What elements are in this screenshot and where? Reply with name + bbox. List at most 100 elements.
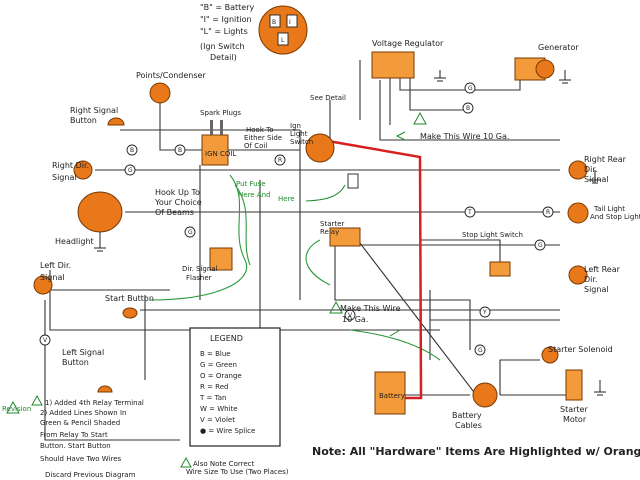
- warning-triangle-icon: [413, 111, 427, 125]
- svg-text:B: B: [466, 105, 470, 112]
- legend-green: G = Green: [200, 361, 237, 369]
- see-detail-label: See Detail: [310, 94, 346, 102]
- put-fuse-label: Put Fuse: [236, 180, 266, 188]
- here-and-label: Here And: [238, 191, 271, 199]
- starter-solenoid-icon: [541, 346, 559, 364]
- legend-red: R = Red: [200, 383, 228, 391]
- legend-tan: T = Tan: [199, 394, 226, 402]
- warning-triangle-icon: [31, 394, 43, 406]
- key-lights: "L" = Lights: [200, 27, 248, 36]
- svg-text:I: I: [289, 19, 291, 26]
- button-label-left: Button: [62, 358, 89, 367]
- revision-line-7: Discard Previous Diagram: [45, 471, 136, 479]
- legend-orange: O = Orange: [200, 372, 242, 380]
- tail-light-label: Tail Light: [593, 205, 625, 213]
- svg-text:R: R: [546, 209, 550, 216]
- either-side-label: Either Side: [244, 134, 282, 142]
- right-signal-label: Right Signal: [70, 106, 118, 115]
- cables-label: Cables: [455, 421, 482, 430]
- svg-text:G: G: [128, 167, 133, 174]
- points-condenser-icon: [149, 82, 171, 104]
- switch-label: Switch: [290, 138, 313, 146]
- flasher-label: Flasher: [186, 274, 212, 282]
- motor-label: Motor: [563, 415, 587, 424]
- ign-switch-detail-icon: [258, 5, 308, 55]
- ign-label: Ign: [290, 122, 301, 130]
- warning-triangle-icon: [180, 456, 192, 468]
- key-ignition: "I" = Ignition: [200, 15, 252, 24]
- svg-text:B: B: [178, 147, 182, 154]
- left-signal-button-icon: [97, 385, 113, 393]
- ign-coil-icon: [201, 134, 229, 166]
- start-button-icon: [122, 307, 138, 319]
- svg-text:B: B: [130, 147, 134, 154]
- signal-label-rr: Signal: [584, 175, 609, 184]
- legend-blue: B = Blue: [200, 350, 231, 358]
- battery-icon: [374, 371, 406, 415]
- legend-splice: ● = Wire Splice: [200, 427, 255, 435]
- svg-text:L: L: [281, 37, 285, 44]
- ign-coil-label: IGN COIL: [205, 150, 236, 158]
- voltage-regulator-icon: [371, 51, 415, 79]
- revision-line-1: 1) Added 4th Relay Terminal: [45, 399, 144, 407]
- make-wire-10ga-bottom-2: 10 Ga.: [342, 315, 368, 324]
- battery-cables-icon: [472, 382, 498, 408]
- warning-triangles: [6, 111, 427, 468]
- dir-signal-label: Dir. Signal: [182, 265, 218, 273]
- left-rear-dir-signal-icon: [568, 265, 588, 285]
- legend-box: [189, 327, 281, 447]
- fuse-icon: [347, 173, 359, 189]
- starter-label: Starter: [320, 220, 344, 228]
- revision-line-2: 2) Added Lines Shown In: [40, 409, 126, 417]
- headlight-label: Headlight: [55, 237, 94, 246]
- dir-signal-flasher-icon: [209, 247, 233, 271]
- right-dir-signal-icon: [73, 160, 93, 180]
- stop-light-switch-icon: [489, 261, 511, 277]
- legend-violet: V = Violet: [200, 416, 235, 424]
- ign-light-switch-icon: [305, 133, 335, 163]
- tail-light-icon: [567, 202, 589, 224]
- battery-label: Battery: [379, 392, 405, 400]
- starter-solenoid-label: Starter Solenoid: [548, 345, 613, 354]
- wire-color-tags: B B G R G R T B G G Y G V V: [39, 82, 554, 356]
- legend-title: LEGEND: [210, 334, 243, 343]
- warning-triangle-icon: [6, 400, 20, 414]
- also-note-line-2: Wire Size To Use (Two Places): [186, 468, 289, 476]
- svg-text:V: V: [348, 312, 353, 319]
- stop-light-switch-label: Stop Light Switch: [462, 231, 523, 239]
- starter-motor-icon: [565, 369, 583, 401]
- starter-relay-icon: [329, 227, 361, 247]
- svg-text:V: V: [43, 337, 48, 344]
- legend-white: W = White: [200, 405, 238, 413]
- also-note-line-1: Also Note Correct: [193, 460, 254, 468]
- wiring-lines: [44, 60, 570, 441]
- of-beams-label: Of Beams: [155, 208, 194, 217]
- hardware-note: Note: All "Hardware" Items Are Highlight…: [312, 445, 640, 458]
- detail-label: Detail): [210, 53, 237, 62]
- battery-cables-label: Battery: [452, 411, 482, 420]
- make-wire-10ga-top: Make This Wire 10 Ga.: [420, 132, 509, 141]
- button-label-right: Button: [70, 116, 97, 125]
- left-signal-label: Left Signal: [62, 348, 104, 357]
- right-rear-dir-signal-icon: [568, 160, 588, 180]
- signal-label-right: Signal: [52, 173, 77, 182]
- revision-line-3: Green & Pencil Shaded: [40, 419, 120, 427]
- left-dir-label: Left Dir.: [40, 261, 71, 270]
- right-rear-label: Right Rear: [584, 155, 627, 164]
- generator-label: Generator: [538, 43, 579, 52]
- dir-label-left: Dir.: [584, 275, 597, 284]
- hardware-items: B I L: [33, 5, 589, 415]
- svg-text:G: G: [538, 242, 543, 249]
- hook-up-label: Hook Up To: [155, 188, 200, 197]
- starter-motor-label: Starter: [560, 405, 588, 414]
- svg-text:Y: Y: [482, 309, 487, 316]
- signal-label-lr: Signal: [584, 285, 609, 294]
- svg-text:T: T: [467, 209, 472, 216]
- left-rear-label: Left Rear: [584, 265, 621, 274]
- relay-label: Relay: [320, 228, 339, 236]
- your-choice-label: Your Choice: [154, 198, 202, 207]
- here-label: Here: [278, 195, 295, 203]
- and-stop-light-label: And Stop Light: [590, 213, 640, 221]
- revision-line-5: Button. Start Button: [40, 442, 111, 450]
